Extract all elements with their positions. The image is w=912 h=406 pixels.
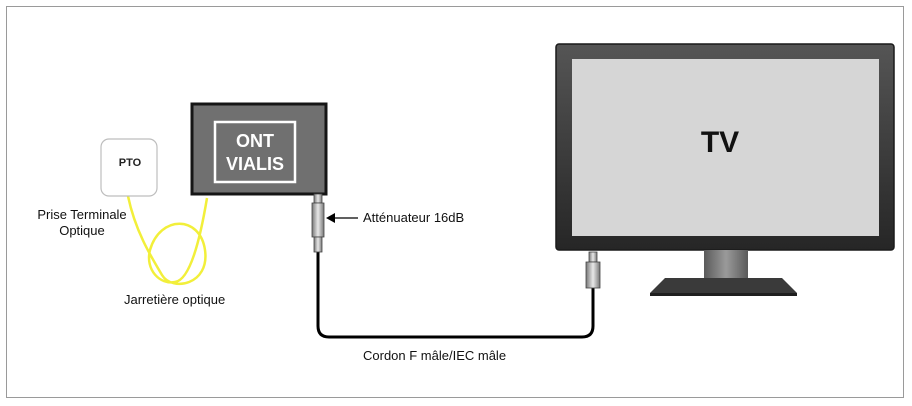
diagram-frame <box>6 6 904 398</box>
pto-caption: Prise Terminale Optique <box>22 207 142 239</box>
ont-box <box>190 102 328 196</box>
pto-box <box>100 138 158 197</box>
ont-label: ONT VIALIS <box>213 130 297 176</box>
coax-cable <box>316 252 595 339</box>
attenuator-connector <box>311 193 325 253</box>
fiber-patch-cord <box>126 195 209 285</box>
iec-plug <box>585 251 601 289</box>
fiber-label: Jarretière optique <box>124 292 226 307</box>
pto-caption-line1: Prise Terminale <box>37 207 127 222</box>
attenuator-arrow <box>326 213 358 223</box>
attenuator-label: Atténuateur 16dB <box>363 210 465 225</box>
tv-label: TV <box>700 126 740 159</box>
tv-set <box>555 43 895 296</box>
cable-label: Cordon F mâle/IEC mâle <box>363 348 507 363</box>
ont-label-line2: VIALIS <box>225 154 284 174</box>
pto-label: PTO <box>118 157 142 169</box>
ont-label-line1: ONT <box>236 131 274 151</box>
pto-caption-line2: Optique <box>59 223 105 238</box>
